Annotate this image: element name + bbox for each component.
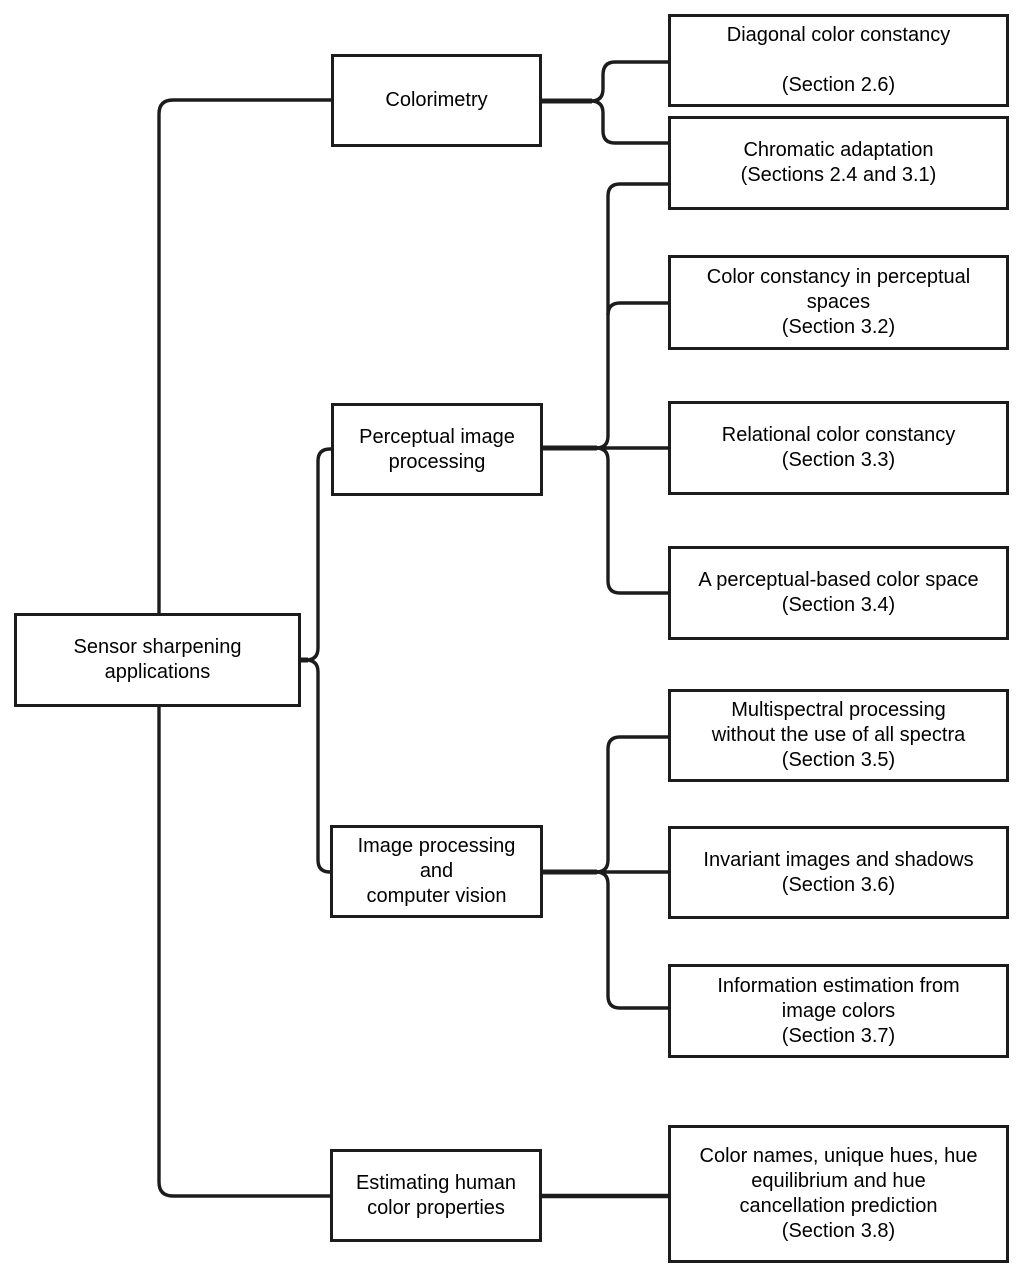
connector-colorimetry-to-chromatic <box>590 99 669 145</box>
connector-perceptual-to-chromatic <box>595 182 669 450</box>
node-multispectral-processing: Multispectral processing without the use… <box>668 689 1009 782</box>
connector-root-to-perceptual <box>305 447 332 662</box>
node-color-constancy-perceptual-spaces: Color constancy in perceptual spaces (Se… <box>668 255 1009 350</box>
node-image-processing-computer-vision: Image processing and computer vision <box>330 825 543 918</box>
node-perceptual-image-processing: Perceptual image processing <box>331 403 543 496</box>
connector-root-to-imageproc <box>305 658 332 874</box>
node-sensor-sharpening-applications: Sensor sharpening applications <box>14 613 301 707</box>
connector-perceptual-to-ccps <box>606 301 669 316</box>
node-information-estimation: Information estimation from image colors… <box>668 964 1009 1058</box>
connector-colorimetry-to-diagonal <box>590 60 669 103</box>
node-diagonal-color-constancy: Diagonal color constancy (Section 2.6) <box>668 14 1009 107</box>
node-chromatic-adaptation: Chromatic adaptation (Sections 2.4 and 3… <box>668 116 1009 210</box>
node-invariant-images-and-shadows: Invariant images and shadows (Section 3.… <box>668 826 1009 919</box>
connector-perceptual-to-percspace <box>595 446 669 595</box>
node-colorimetry: Colorimetry <box>331 54 542 147</box>
connector-imageproc-to-information <box>595 870 669 1010</box>
node-estimating-human-color-properties: Estimating human color properties <box>330 1149 542 1242</box>
connector-imageproc-to-multispectral <box>595 735 669 874</box>
node-perceptual-based-color-space: A perceptual-based color space (Section … <box>668 546 1009 640</box>
node-color-names-unique-hues: Color names, unique hues, hue equilibriu… <box>668 1125 1009 1263</box>
node-relational-color-constancy: Relational color constancy (Section 3.3) <box>668 401 1009 495</box>
